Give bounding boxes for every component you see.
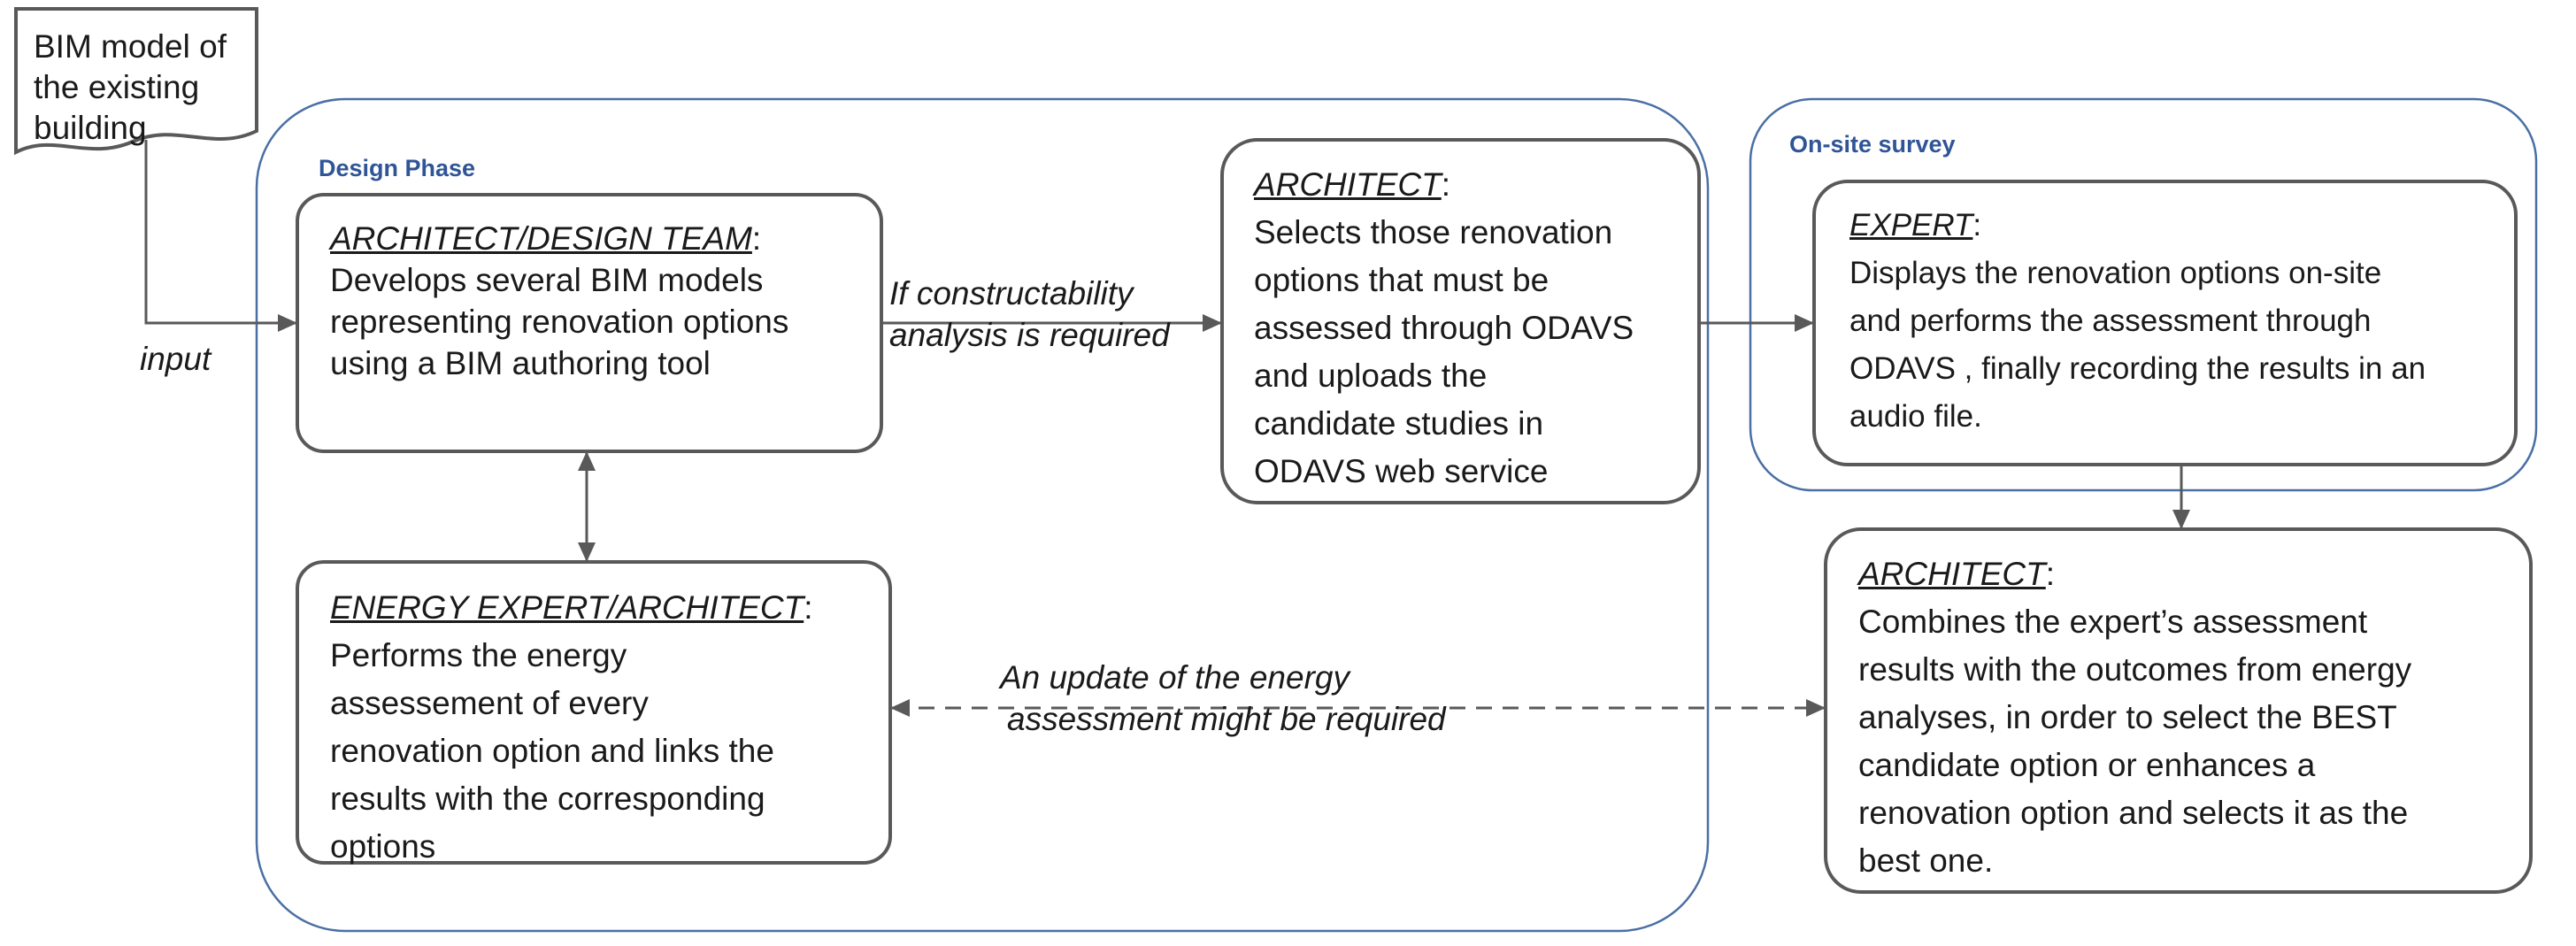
energy-expert-role-line: ENERGY EXPERT/ARCHITECT: — [330, 584, 813, 632]
design-phase-label: Design Phase — [319, 155, 476, 181]
design-team-line: Develops several BIM models — [330, 262, 764, 298]
architect-select-role-line: ARCHITECT: — [1254, 161, 1634, 209]
architect-select-line: ODAVS web service — [1254, 453, 1549, 489]
expert-box — [1812, 180, 2518, 466]
expert-text: EXPERT: Displays the renovation options … — [1849, 202, 2426, 441]
architect-combine-text: ARCHITECT: Combines the expert’s assessm… — [1858, 550, 2411, 885]
role-colon: : — [751, 220, 762, 257]
input-document-line: BIM model of — [34, 28, 227, 65]
expert-line: audio file. — [1849, 399, 1982, 434]
expert-role-line: EXPERT: — [1849, 202, 2426, 250]
design-team-role-line: ARCHITECT/DESIGN TEAM: — [330, 218, 788, 259]
architect-combine-line: candidate option or enhances a — [1858, 747, 2316, 783]
architect-select-box — [1220, 138, 1701, 504]
input-document-line: building — [34, 110, 147, 146]
energy-expert-line: renovation option and links the — [330, 733, 774, 769]
input-arrow — [144, 140, 297, 332]
energy-expert-line: options — [330, 828, 436, 865]
architect-select-line: and uploads the — [1254, 358, 1488, 394]
architect-select-line: assessed through ODAVS — [1254, 310, 1634, 346]
role-colon: : — [804, 589, 813, 626]
architect-combine-line: analyses, in order to select the BEST — [1858, 699, 2397, 735]
constructability-line: If constructability — [889, 275, 1134, 311]
expert-role: EXPERT — [1849, 208, 1973, 242]
onsite-survey-label: On-site survey — [1789, 131, 1956, 158]
constructability-edge-label: If constructability analysis is required — [889, 273, 1170, 356]
input-document-line: the existing — [34, 69, 200, 105]
architect-combine-line: Combines the expert’s assessment — [1858, 604, 2368, 640]
expert-line: and performs the assessment through — [1849, 304, 2372, 338]
energy-expert-line: results with the corresponding — [330, 781, 765, 817]
expert-line: ODAVS , finally recording the results in… — [1849, 351, 2426, 386]
design-team-line: using a BIM authoring tool — [330, 345, 711, 381]
onsite-survey-group — [1749, 97, 2538, 492]
constructability-line: analysis is required — [889, 317, 1170, 353]
update-edge-label: An update of the energy assessment might… — [1000, 657, 1446, 740]
architect-combine-box — [1824, 527, 2533, 894]
input-edge-label: input — [140, 341, 211, 377]
architect-select-line: candidate studies in — [1254, 405, 1544, 442]
role-colon: : — [1441, 166, 1451, 203]
architect-select-role: ARCHITECT — [1254, 166, 1442, 203]
energy-expert-line: assessement of every — [330, 685, 649, 721]
input-document-shape — [14, 7, 258, 156]
design-team-role: ARCHITECT/DESIGN TEAM — [330, 220, 752, 257]
design-team-text: ARCHITECT/DESIGN TEAM: Develops several … — [330, 218, 788, 384]
design-team-line: representing renovation options — [330, 304, 789, 340]
architect-combine-line: results with the outcomes from energy — [1858, 651, 2412, 688]
design-phase-group — [255, 97, 1710, 933]
architect-combine-line: best one. — [1858, 842, 1994, 879]
energy-expert-text: ENERGY EXPERT/ARCHITECT: Performs the en… — [330, 584, 813, 871]
energy-expert-line: Performs the energy — [330, 637, 627, 673]
expert-line: Displays the renovation options on-site — [1849, 256, 2382, 290]
update-line: An update of the energy — [1000, 659, 1350, 696]
architect-select-line: Selects those renovation — [1254, 214, 1613, 250]
architect-combine-line: renovation option and selects it as the — [1858, 795, 2409, 831]
architect-combine-role: ARCHITECT — [1858, 556, 2046, 592]
role-colon: : — [1972, 208, 1982, 242]
energy-expert-role: ENERGY EXPERT/ARCHITECT — [330, 589, 804, 626]
update-line: assessment might be required — [1007, 701, 1446, 737]
architect-select-text: ARCHITECT: Selects those renovation opti… — [1254, 161, 1634, 496]
architect-select-line: options that must be — [1254, 262, 1549, 298]
role-colon: : — [2045, 556, 2056, 592]
input-document-text: BIM model of the existing building — [34, 27, 227, 149]
architect-combine-role-line: ARCHITECT: — [1858, 550, 2411, 598]
